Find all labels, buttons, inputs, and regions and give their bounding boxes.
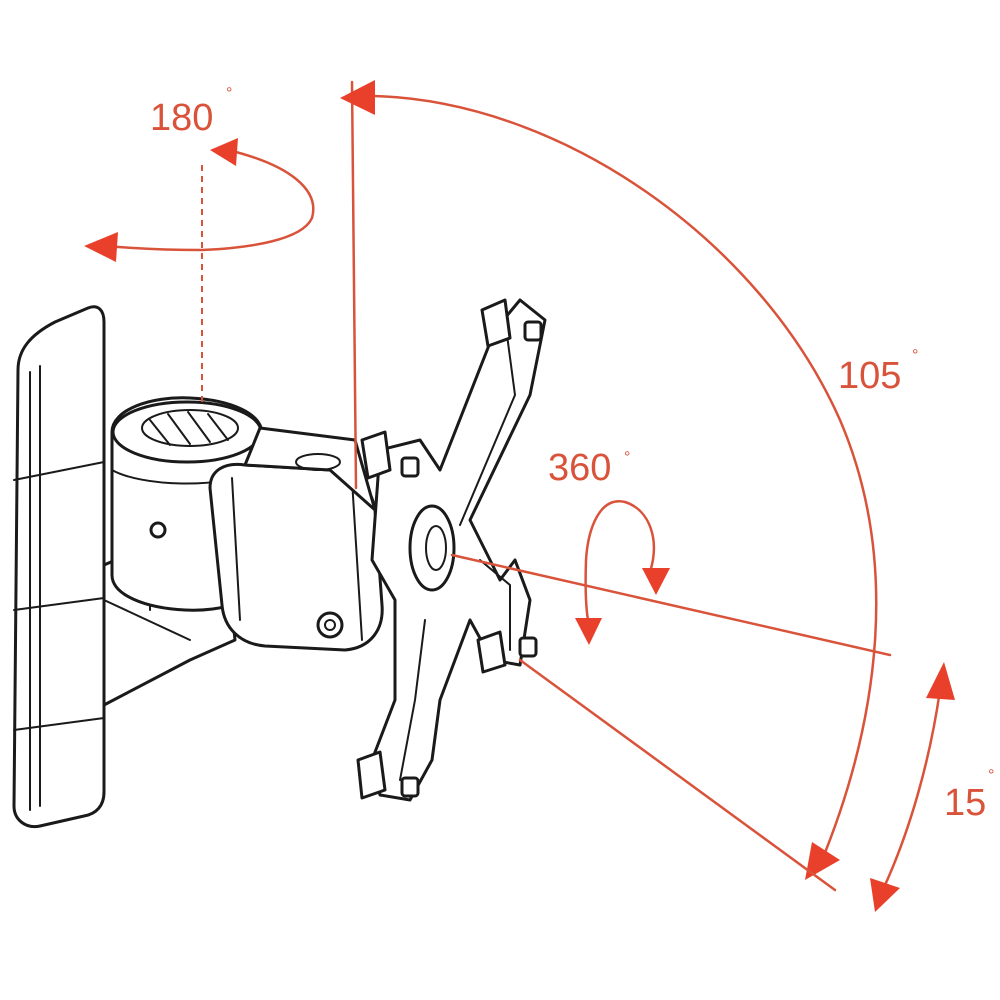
mounting-stud-left [360, 430, 420, 480]
swivel-arrowhead-top [210, 138, 238, 166]
tilt-up-angle-value: 105 [838, 355, 901, 397]
tilt-joint [208, 426, 384, 652]
plate-axis-line [450, 553, 892, 657]
mounting-stud-bottom [356, 750, 420, 800]
tilt-up-angle-unit: ° [912, 347, 918, 364]
mounting-stud-top [480, 298, 543, 348]
tilt-down-arrowhead-bottom [870, 878, 900, 912]
swivel-arrowhead-left [84, 232, 118, 262]
vesa-plate [356, 298, 547, 802]
tilt-down-angle-unit: ° [988, 767, 994, 784]
swivel-angle-value: 180 [150, 97, 213, 139]
rotation-angle-value: 360 [548, 447, 611, 489]
rotation-angle-unit: ° [624, 449, 630, 466]
tilt-down-arrowhead-top [926, 662, 955, 700]
wall-plate [12, 305, 106, 829]
tilt-down-angle-value: 15 [944, 782, 986, 824]
tilt-up-arrowhead-top [340, 80, 375, 115]
rotation-arrowhead-right [642, 568, 670, 595]
rotation-arrowhead-left [575, 618, 602, 645]
tilt-down-15-indicator: 15 ° [870, 662, 994, 912]
tilt-down-reference-line [518, 658, 837, 892]
rotation-360-indicator: 360 ° [548, 447, 670, 645]
tilt-up-arrowhead-bottom [805, 842, 840, 880]
mounting-stud-right [476, 630, 538, 674]
tilt-up-105-indicator: 105 ° [340, 80, 918, 880]
swivel-angle-unit: ° [226, 85, 232, 102]
wall-mount-bracket [12, 298, 547, 829]
swivel-180-indicator: 180 ° [84, 85, 315, 405]
